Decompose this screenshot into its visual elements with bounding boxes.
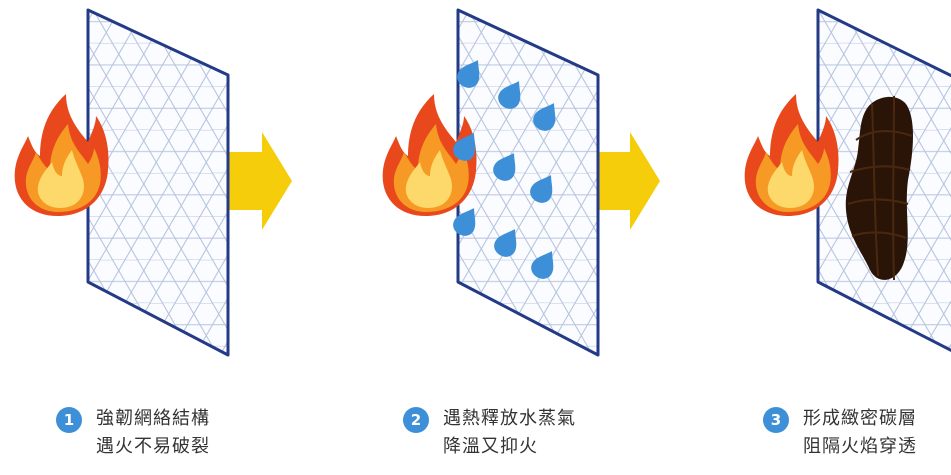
flame-icon bbox=[382, 94, 477, 216]
water-drop-icon bbox=[498, 81, 521, 109]
arrow-right-icon bbox=[228, 132, 292, 230]
step-3-caption: 3 形成緻密碳層 阻隔火焰穿透 bbox=[763, 405, 917, 461]
flame-icon bbox=[744, 94, 839, 216]
step-number-badge: 3 bbox=[763, 407, 789, 433]
water-drop-icon bbox=[493, 153, 516, 181]
water-drop-icon bbox=[453, 208, 476, 236]
water-drop-icon bbox=[533, 103, 556, 131]
flame-icon bbox=[14, 94, 109, 216]
step-2-illustration bbox=[382, 8, 660, 357]
step-description: 降溫又抑火 bbox=[443, 436, 538, 457]
arrow-right-icon bbox=[598, 132, 660, 230]
step-1-illustration bbox=[14, 8, 292, 357]
step-title: 遇熱釋放水蒸氣 bbox=[443, 408, 576, 429]
step-number-badge: 1 bbox=[56, 407, 82, 433]
water-drops bbox=[453, 60, 556, 279]
step-description: 遇火不易破裂 bbox=[96, 436, 210, 457]
water-drop-icon bbox=[530, 175, 553, 203]
water-drop-icon bbox=[457, 60, 480, 88]
step-3-illustration bbox=[744, 8, 951, 353]
water-drop-icon bbox=[531, 251, 554, 279]
step-description: 阻隔火焰穿透 bbox=[803, 436, 917, 457]
step-1-caption: 1 強韌網絡結構 遇火不易破裂 bbox=[56, 405, 210, 461]
step-title: 形成緻密碳層 bbox=[803, 408, 917, 429]
step-2-caption: 2 遇熱釋放水蒸氣 降溫又抑火 bbox=[403, 405, 576, 461]
step-title: 強韌網絡結構 bbox=[96, 408, 210, 429]
water-drop-icon bbox=[453, 133, 476, 161]
step-number-badge: 2 bbox=[403, 407, 429, 433]
water-drop-icon bbox=[494, 229, 517, 257]
